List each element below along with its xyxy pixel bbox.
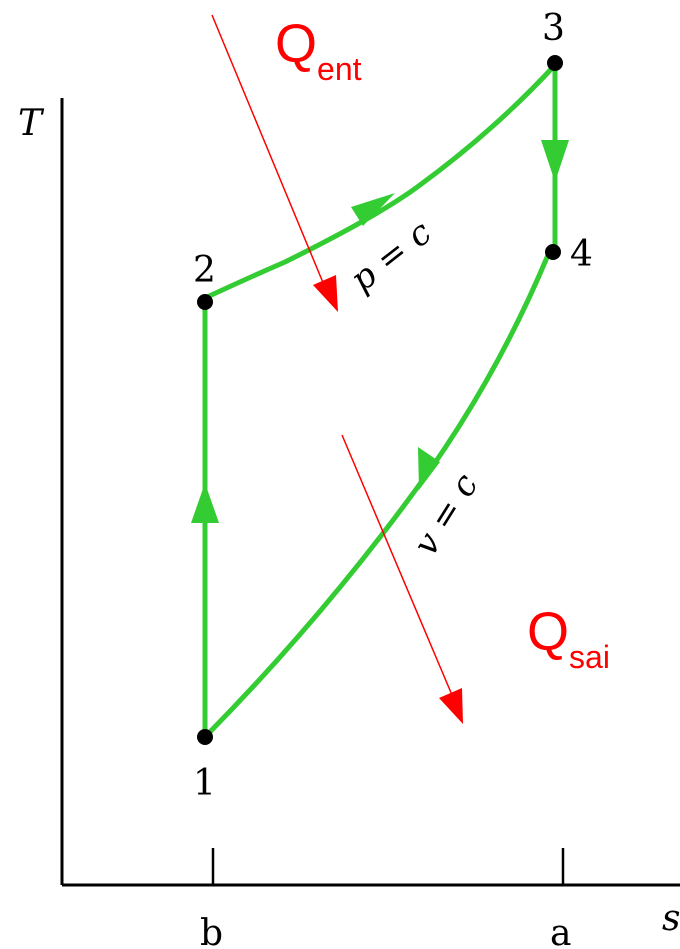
cycle (202, 62, 558, 740)
heat-out-base: Q (527, 602, 569, 662)
process-2-3 (202, 62, 558, 301)
arrow-2-3-icon (351, 193, 395, 226)
tick-label-b: b (200, 913, 223, 949)
axes: T s b a (18, 98, 680, 949)
state-points (197, 55, 563, 745)
y-axis-label: T (18, 103, 45, 144)
cycle-arrows (191, 140, 569, 523)
heat-out-sub: sai (569, 639, 610, 675)
point-2-label: 2 (193, 250, 216, 291)
x-axis-label: s (662, 898, 680, 939)
process-4-1 (202, 252, 551, 740)
heat-out-arrow-line (341, 434, 453, 696)
point-1-label: 1 (193, 763, 216, 804)
label-constant-volume: v = c (406, 467, 487, 563)
arrow-1-2-icon (191, 483, 219, 523)
point-2 (197, 294, 213, 310)
heat-in-label: Qent (275, 14, 362, 87)
point-3-label: 3 (542, 8, 565, 49)
point-1 (197, 729, 213, 745)
heat-in-sub: ent (317, 51, 362, 87)
heat-in-base: Q (275, 14, 317, 74)
heat-out-label: Qsai (527, 602, 610, 675)
arrow-3-4-icon (541, 140, 569, 182)
point-3 (547, 55, 563, 71)
point-4-label: 4 (570, 234, 593, 275)
arrow-4-1-icon (418, 447, 440, 490)
heat-in-arrowhead-icon (313, 275, 338, 312)
tick-label-a: a (550, 913, 571, 949)
point-4 (545, 244, 561, 260)
heat-arrows (211, 14, 463, 724)
heat-out-arrowhead-icon (439, 688, 463, 724)
heat-in-arrow-line (211, 14, 325, 286)
